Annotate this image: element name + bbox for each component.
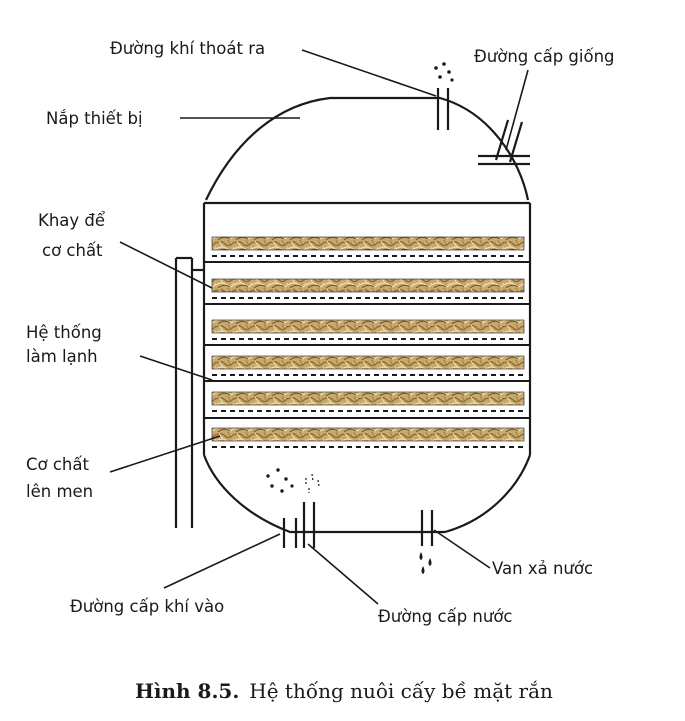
vessel-bottom (202, 454, 532, 534)
label-air-inlet: Đường cấp khí vào (70, 597, 224, 616)
label-cooling-line1: Hệ thống (26, 323, 102, 342)
leader-gas-outlet (301, 49, 437, 97)
labels: Đường khí thoát ra Đường cấp giống Nắp t… (26, 39, 615, 626)
leader-air-inlet (163, 533, 281, 589)
tray-stack (204, 236, 530, 448)
label-drain-valve: Van xả nước (492, 559, 593, 578)
cooling-pipe (174, 256, 204, 528)
vessel (202, 96, 532, 534)
substrate-layer (211, 236, 525, 251)
leader-seed-feed (505, 69, 529, 151)
tray (204, 391, 530, 419)
water-inlet-pipe (302, 473, 320, 548)
caption-text: Hệ thống nuôi cấy bề mặt rắn (249, 679, 553, 703)
figure-caption: Hình 8.5. Hệ thống nuôi cấy bề mặt rắn (135, 679, 553, 703)
label-gas-outlet: Đường khí thoát ra (110, 39, 265, 58)
tray (204, 319, 530, 346)
drain-valve-pipe (419, 510, 434, 574)
leader-water-inlet (307, 543, 379, 605)
substrate-layer (211, 391, 525, 406)
seed-feed-pipe (478, 119, 530, 166)
label-water-inlet: Đường cấp nước (378, 607, 513, 626)
label-tray-line1: Khay để (38, 211, 105, 230)
leader-lines (109, 49, 529, 605)
substrate-layer (211, 278, 525, 293)
gas-outlet-pipe (434, 62, 454, 130)
leader-substrate (109, 435, 221, 473)
leader-tray (119, 241, 213, 289)
label-lid: Nắp thiết bị (46, 109, 143, 128)
substrate-layer (211, 355, 525, 370)
label-tray-line2: cơ chất (42, 241, 103, 260)
label-seed-feed: Đường cấp giống (474, 47, 615, 66)
label-substrate-line2: lên men (26, 482, 93, 501)
substrate-layer (211, 427, 525, 442)
vessel-lid-dome (205, 96, 530, 201)
tray (204, 355, 530, 382)
leader-cooling (139, 355, 213, 381)
tray (204, 278, 530, 305)
caption-prefix: Hình 8.5. (135, 679, 239, 703)
tray (204, 236, 530, 263)
label-substrate-line1: Cơ chất (26, 455, 90, 474)
substrate-layer (211, 319, 525, 334)
tray (211, 427, 525, 448)
leader-drain-valve (433, 529, 491, 569)
label-cooling-line2: làm lạnh (26, 347, 98, 366)
air-inlet-pipe (266, 468, 298, 548)
